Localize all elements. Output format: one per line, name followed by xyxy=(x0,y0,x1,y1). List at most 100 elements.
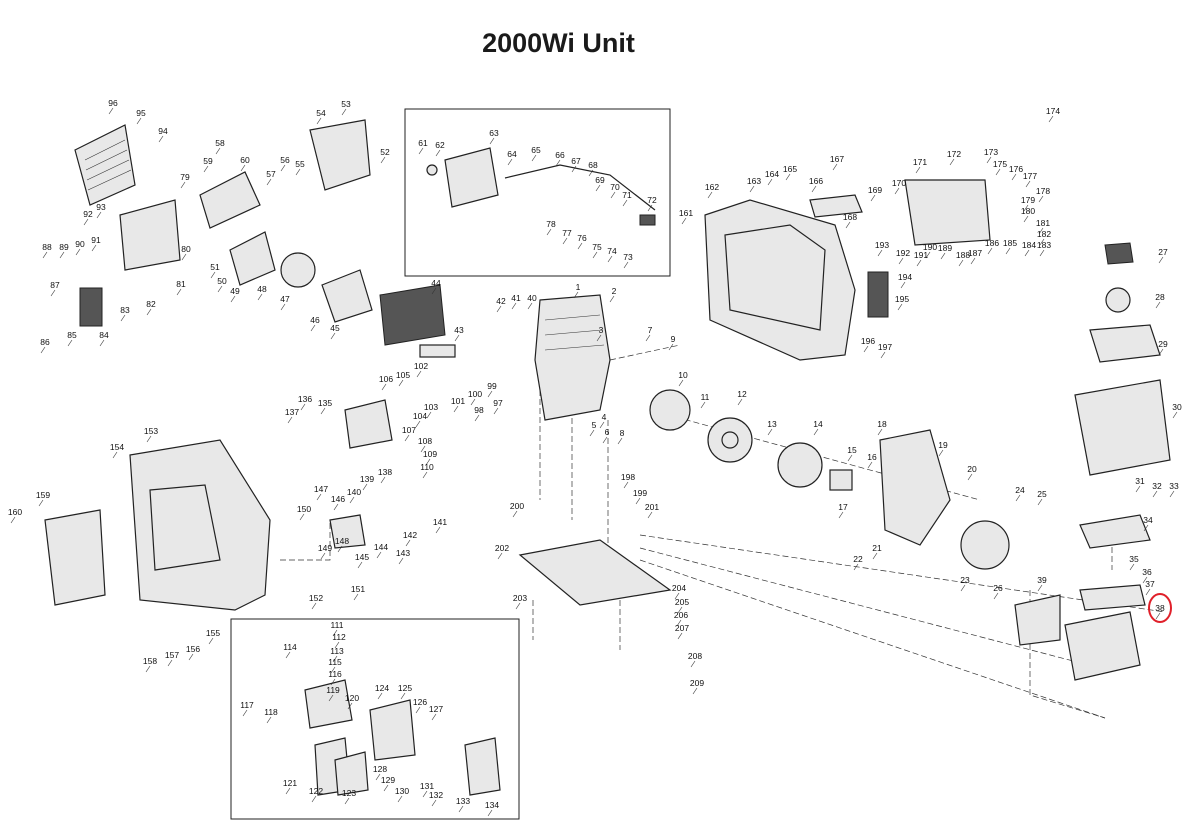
part-shape-fuel-tank xyxy=(1074,379,1171,476)
leader-line xyxy=(1169,490,1175,498)
part-label-38: 38 xyxy=(1155,603,1165,613)
part-label-140: 140 xyxy=(347,487,361,497)
leader-line xyxy=(136,117,142,125)
leader-line xyxy=(83,218,89,226)
part-label-33: 33 xyxy=(1169,481,1179,491)
part-shape-44 xyxy=(379,284,446,346)
leader-line xyxy=(333,503,339,511)
part-label-121: 121 xyxy=(283,778,297,788)
part-label-172: 172 xyxy=(947,149,961,159)
part-label-202: 202 xyxy=(495,543,509,553)
leader-line xyxy=(344,797,350,805)
leader-line xyxy=(330,332,336,340)
part-label-200: 200 xyxy=(510,501,524,511)
leader-line xyxy=(531,154,537,162)
part-label-143: 143 xyxy=(396,548,410,558)
part-shape-15 xyxy=(829,469,853,491)
part-label-58: 58 xyxy=(215,138,225,148)
part-label-85: 85 xyxy=(67,330,77,340)
leader-line xyxy=(527,302,533,310)
part-shape-39 xyxy=(1014,594,1061,646)
leader-line xyxy=(67,339,73,347)
part-label-91: 91 xyxy=(91,235,101,245)
leader-line xyxy=(242,709,248,717)
part-label-2: 2 xyxy=(612,286,617,296)
leader-line xyxy=(310,324,316,332)
leader-line xyxy=(898,257,904,265)
leader-line xyxy=(42,251,48,259)
part-label-89: 89 xyxy=(59,242,69,252)
leader-line xyxy=(602,436,608,444)
leader-line xyxy=(1005,247,1011,255)
leader-line xyxy=(496,305,502,313)
part-label-150: 150 xyxy=(297,504,311,514)
part-shape-muffler xyxy=(444,147,499,208)
leader-line xyxy=(867,461,873,469)
part-label-26: 26 xyxy=(993,583,1003,593)
part-label-144: 144 xyxy=(374,542,388,552)
leader-line xyxy=(416,370,422,378)
part-shape-carburetor xyxy=(304,679,353,729)
part-label-14: 14 xyxy=(813,419,823,429)
leader-line xyxy=(332,629,338,637)
part-label-44: 44 xyxy=(431,278,441,288)
part-label-126: 126 xyxy=(413,697,427,707)
leader-line xyxy=(422,471,428,479)
part-label-88: 88 xyxy=(42,242,52,252)
leader-line xyxy=(316,117,322,125)
part-label-73: 73 xyxy=(623,252,633,262)
part-label-23: 23 xyxy=(960,575,970,585)
leader-line xyxy=(1011,173,1017,181)
part-label-45: 45 xyxy=(330,323,340,333)
part-label-79: 79 xyxy=(180,172,190,182)
part-label-9: 9 xyxy=(671,334,676,344)
leader-line xyxy=(938,449,944,457)
leader-line xyxy=(493,407,499,415)
part-label-103: 103 xyxy=(424,402,438,412)
leader-line xyxy=(877,249,883,257)
part-shape-60 xyxy=(199,171,261,229)
leader-line xyxy=(592,251,598,259)
leader-line xyxy=(1145,588,1151,596)
leader-line xyxy=(376,551,382,559)
part-label-206: 206 xyxy=(674,610,688,620)
leader-line xyxy=(311,795,317,803)
part-label-138: 138 xyxy=(378,467,392,477)
leader-line xyxy=(217,285,223,293)
part-label-76: 76 xyxy=(577,233,587,243)
leader-line xyxy=(1037,498,1043,506)
leader-line xyxy=(609,295,615,303)
part-label-130: 130 xyxy=(395,786,409,796)
part-label-162: 162 xyxy=(705,182,719,192)
part-label-64: 64 xyxy=(507,149,517,159)
part-label-104: 104 xyxy=(413,411,427,421)
part-label-194: 194 xyxy=(898,272,912,282)
part-label-36: 36 xyxy=(1142,567,1152,577)
part-label-12: 12 xyxy=(737,389,747,399)
leader-line xyxy=(668,343,674,351)
part-label-163: 163 xyxy=(747,176,761,186)
part-label-134: 134 xyxy=(485,800,499,810)
part-label-39: 39 xyxy=(1037,575,1047,585)
part-label-108: 108 xyxy=(418,436,432,446)
part-label-125: 125 xyxy=(398,683,412,693)
leader-line xyxy=(877,428,883,436)
part-label-178: 178 xyxy=(1036,186,1050,196)
part-label-19: 19 xyxy=(938,440,948,450)
part-shape-rotor xyxy=(707,417,753,463)
leader-line xyxy=(767,178,773,186)
part-label-128: 128 xyxy=(373,764,387,774)
part-label-96: 96 xyxy=(108,98,118,108)
leader-line xyxy=(872,552,878,560)
part-label-56: 56 xyxy=(280,155,290,165)
leader-line xyxy=(1158,256,1164,264)
leader-line xyxy=(99,339,105,347)
part-label-177: 177 xyxy=(1023,171,1037,181)
leader-line xyxy=(145,665,151,673)
part-label-165: 165 xyxy=(783,164,797,174)
part-label-146: 146 xyxy=(331,494,345,504)
leader-line xyxy=(1037,584,1043,592)
part-label-114: 114 xyxy=(283,642,297,652)
leader-line xyxy=(398,379,404,387)
part-shape-cooling-fan xyxy=(777,442,823,488)
